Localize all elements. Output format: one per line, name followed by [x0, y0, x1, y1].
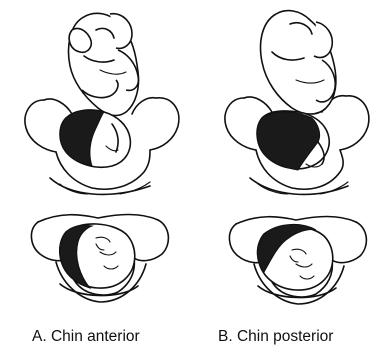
panel-b-inlet-view — [229, 217, 366, 305]
caption-chin-anterior: A. Chin anterior — [32, 328, 140, 346]
caption-chin-posterior: B. Chin posterior — [218, 328, 333, 346]
panel-b-chin-posterior — [225, 11, 369, 304]
panel-a-chin-anterior — [25, 13, 179, 302]
panel-b-side-fetus — [257, 11, 336, 170]
panel-a-side-fetus — [60, 13, 139, 167]
panel-a-inlet-view — [31, 215, 168, 303]
